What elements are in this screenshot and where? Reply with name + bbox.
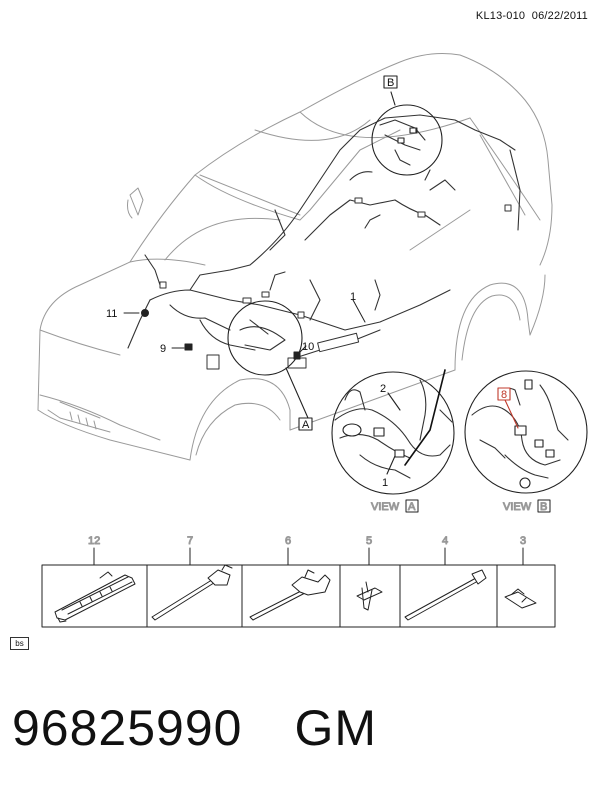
part-number: 96825990 bbox=[12, 700, 243, 756]
callout-1-label: 1 bbox=[350, 291, 356, 303]
brand-name: GM bbox=[294, 700, 378, 756]
diagram-header: KL13-010 06/22/2011 bbox=[476, 10, 588, 22]
detail-area-b: B bbox=[371, 75, 443, 176]
view-a-word: VIEW bbox=[371, 501, 400, 513]
view-a-letter: A bbox=[408, 501, 416, 513]
part-6-cable-tie-icon bbox=[249, 569, 331, 621]
callout-10-group: 10 bbox=[293, 341, 314, 360]
diagram-code: KL13-010 bbox=[475, 10, 526, 22]
view-b-detail: 8 bbox=[464, 370, 588, 494]
view-b-callout-8: 8 bbox=[501, 389, 507, 401]
part-3-clip-icon bbox=[504, 588, 537, 609]
view-a-callout-1: 1 bbox=[382, 477, 388, 489]
part-7-cable-tie-icon bbox=[151, 564, 233, 621]
bs-tag: bs bbox=[10, 637, 29, 650]
footer-part-number-line: 96825990 GM bbox=[12, 700, 377, 756]
part-label-4: 4 bbox=[442, 535, 448, 547]
view-b-word: VIEW bbox=[503, 501, 532, 513]
wiring-harness bbox=[127, 114, 521, 359]
part-label-7: 7 bbox=[187, 535, 193, 547]
detail-area-a: A bbox=[227, 300, 313, 431]
parts-table-labels: 12 7 6 5 4 3 bbox=[88, 535, 527, 548]
callout-10-label: 10 bbox=[302, 341, 314, 353]
car-body-outline bbox=[37, 53, 553, 461]
part-label-5: 5 bbox=[366, 535, 372, 547]
clip-icon bbox=[184, 343, 193, 351]
part-label-3: 3 bbox=[520, 535, 526, 547]
view-a-caption: VIEW A bbox=[371, 499, 419, 514]
part-4-cable-tie-icon bbox=[404, 569, 487, 621]
callout-9-group: 9 bbox=[160, 343, 193, 355]
view-a-detail: 2 1 bbox=[331, 369, 455, 495]
callout-1-group: 1 bbox=[350, 291, 366, 323]
wiring-diagram: 11 9 10 1 A B bbox=[37, 53, 588, 628]
part-5-clip-icon bbox=[356, 581, 383, 611]
diagram-date: 06/22/2011 bbox=[531, 10, 588, 22]
view-a-callout-2: 2 bbox=[380, 383, 386, 395]
part-12-bracket-icon bbox=[54, 571, 136, 623]
view-b-reference-letter: B bbox=[387, 77, 394, 89]
callout-9-label: 9 bbox=[160, 343, 166, 355]
grommet-icon bbox=[141, 309, 149, 317]
view-b-letter: B bbox=[540, 501, 547, 513]
view-a-reference-letter: A bbox=[302, 419, 310, 431]
view-b-caption: VIEW B bbox=[503, 499, 551, 514]
callout-11-label: 11 bbox=[106, 308, 117, 320]
part-label-12: 12 bbox=[88, 535, 100, 547]
clip-icon bbox=[293, 351, 301, 360]
callout-11-group: 11 bbox=[106, 308, 149, 320]
part-label-6: 6 bbox=[285, 535, 291, 547]
